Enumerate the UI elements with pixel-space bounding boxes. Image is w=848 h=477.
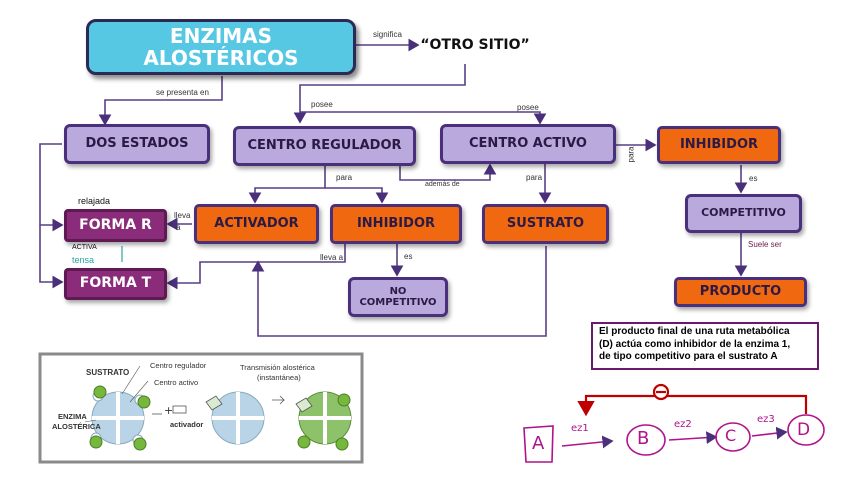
forma-t-node: FORMA T xyxy=(64,268,167,300)
title-node: ENZIMAS ALOSTÉRICOS xyxy=(86,19,356,75)
pathway-ez2: ez2 xyxy=(674,419,692,430)
producto-node: PRODUCTO xyxy=(674,277,807,307)
note-line3: de tipo competitivo para el sustrato A xyxy=(599,351,778,362)
otro-sitio-node: “OTRO SITIO” xyxy=(420,37,530,54)
inhibition-loop xyxy=(577,383,808,417)
enzyme-illustration: + xyxy=(84,365,352,451)
label-suele-ser: Suele ser xyxy=(748,240,782,249)
note-line1: El producto final de una ruta metabólica xyxy=(599,326,790,337)
centro-activo-node: CENTRO ACTIVO xyxy=(440,124,616,164)
label-ademas-de: además de xyxy=(425,181,460,188)
activador-node: ACTIVADOR xyxy=(194,204,319,244)
pathway-drawing xyxy=(523,414,825,463)
link-se-presenta xyxy=(98,76,223,126)
competitivo-node: COMPETITIVO xyxy=(685,194,802,233)
note-line2: (D) actúa como inhibidor de la enzima 1, xyxy=(599,338,791,350)
label-posee-1: posee xyxy=(311,100,333,109)
sustrato-node: SUSTRATO xyxy=(482,204,609,244)
label-a: a xyxy=(176,223,181,232)
inhibidor-no-competitivo-node: INHIBIDOR xyxy=(330,204,462,244)
illus-alosterica: ALOSTÉRICA xyxy=(52,422,101,431)
illus-sustrato: SUSTRATO xyxy=(86,368,130,377)
note-box: El producto final de una ruta metabólica… xyxy=(591,322,819,370)
pathway-ez1: ez1 xyxy=(571,423,589,434)
label-es-1: es xyxy=(404,252,413,261)
label-significa: significa xyxy=(373,30,402,39)
link-ademas-de xyxy=(399,163,497,181)
link-posee-2 xyxy=(300,111,547,125)
illus-activador: activador xyxy=(170,420,204,429)
label-activa: ACTIVA xyxy=(72,244,97,251)
inhibidor-competitivo-node: INHIBIDOR xyxy=(657,126,781,164)
no-competitivo-line1: NO xyxy=(389,286,407,297)
label-lleva-a-2: lleva a xyxy=(320,253,344,262)
pathway-c: C xyxy=(725,426,737,445)
centro-regulador-node: CENTRO REGULADOR xyxy=(233,126,416,166)
pathway-ez3: ez3 xyxy=(757,414,775,425)
link-otro-sitio xyxy=(299,64,466,92)
illus-transmision-1: Transmisión alostérica xyxy=(240,363,315,372)
label-para-1: para xyxy=(336,173,353,182)
label-para-3: para xyxy=(626,146,636,163)
link-para-1 xyxy=(248,163,326,204)
illus-centro-regulador: Centro regulador xyxy=(150,361,207,370)
illus-enzima: ENZIMA xyxy=(58,412,87,421)
forma-r-node: FORMA R xyxy=(64,209,167,242)
svg-text:+: + xyxy=(164,404,173,417)
label-posee-2: posee xyxy=(517,103,539,112)
link-feedback xyxy=(251,246,547,337)
pathway-d: D xyxy=(797,420,811,440)
no-competitivo-line2: COMPETITIVO xyxy=(359,297,437,308)
label-se-presenta-en: se presenta en xyxy=(156,88,209,97)
dos-estados-node: DOS ESTADOS xyxy=(64,124,210,164)
label-relajada: relajada xyxy=(78,196,111,206)
label-es-2: es xyxy=(749,174,758,183)
pathway-b: B xyxy=(637,428,650,449)
illus-centro-activo: Centro activo xyxy=(154,378,199,387)
label-lleva: lleva xyxy=(174,211,191,220)
no-competitivo-node: NO COMPETITIVO xyxy=(348,277,448,317)
label-tensa: tensa xyxy=(72,255,95,265)
pathway-a: A xyxy=(532,433,545,454)
illus-transmision-2: (instantánea) xyxy=(257,373,301,382)
label-para-2: para xyxy=(526,173,543,182)
link-lleva-a-2 xyxy=(166,244,346,290)
